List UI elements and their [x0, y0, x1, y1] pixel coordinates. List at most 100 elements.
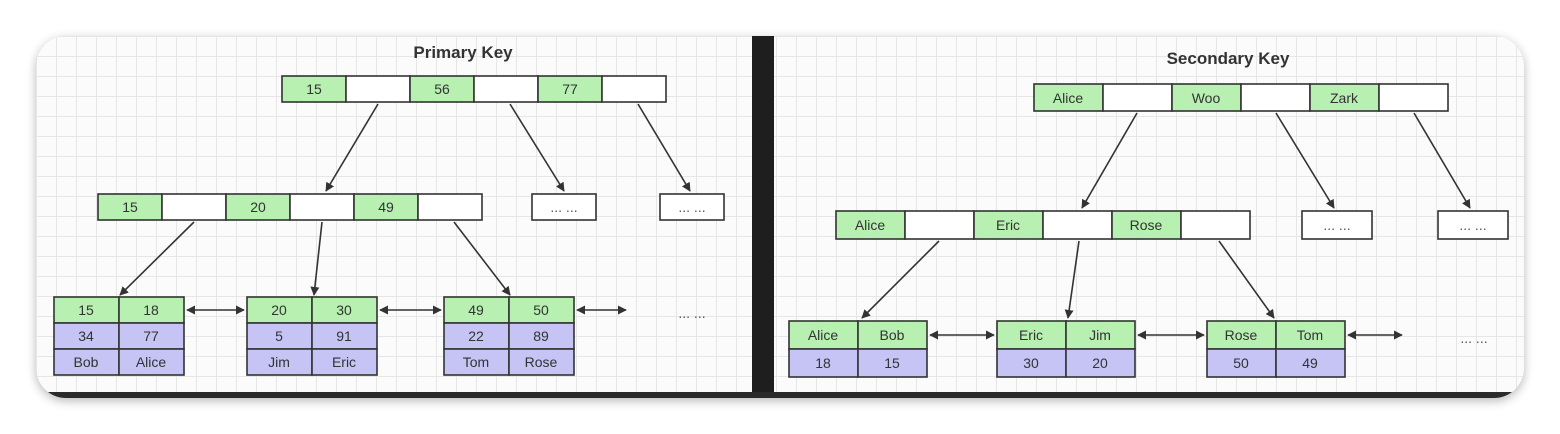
primary-key-panel: Primary Key 15 56 77 15 20 49 ... — [53, 43, 725, 376]
secondary-key-panel: Secondary Key Alice Woo Zark Alice Eric … — [788, 49, 1509, 378]
secondary-placeholder-node — [1301, 210, 1373, 240]
primary-mid-key: 49 — [378, 199, 394, 215]
primary-mid-pointer-cell — [161, 193, 227, 221]
secondary-mid-key: Eric — [996, 217, 1020, 233]
leaf-key: 50 — [533, 302, 549, 318]
primary-root-key: 15 — [306, 81, 322, 97]
pointer-cell — [1042, 210, 1113, 240]
value-cell — [118, 348, 185, 376]
bottom-edge — [36, 392, 1524, 398]
pointer-cell — [1180, 210, 1251, 240]
panel-divider — [752, 36, 774, 398]
leaf-id: 20 — [1092, 355, 1108, 371]
leaf-key: Tom — [1297, 327, 1323, 343]
primary-trailing-ellipsis: ... ... — [678, 305, 705, 321]
primary-placeholder-node — [531, 193, 597, 221]
primary-mid-pointer-cell — [417, 193, 483, 221]
primary-root-key-cell — [537, 75, 603, 103]
leaf-id: 50 — [1233, 355, 1249, 371]
primary-leaf-node: 20 30 5 91 Jim Eric — [246, 296, 378, 376]
b-tree-diagram: Primary Key 15 56 77 15 20 49 ... — [36, 36, 1524, 398]
leaf-name: Bob — [74, 354, 99, 370]
value-cell — [1065, 348, 1136, 378]
secondary-root-node: Alice Woo Zark — [1033, 83, 1449, 112]
leaf-age: 77 — [143, 328, 159, 344]
key-cell — [996, 320, 1067, 350]
secondary-root-key: Alice — [1053, 90, 1084, 106]
pointer-cell — [904, 210, 975, 240]
primary-mid-key: 15 — [122, 199, 138, 215]
value-cell — [508, 322, 575, 350]
value-cell — [443, 348, 510, 376]
leaf-name: Rose — [525, 354, 558, 370]
pointer-cell — [1102, 83, 1173, 112]
primary-mid-pointer-cell — [289, 193, 355, 221]
primary-root-pointer-cell — [601, 75, 667, 103]
value-cell — [53, 348, 120, 376]
key-cell — [311, 296, 378, 324]
key-cell — [1275, 320, 1346, 350]
primary-internal-node: 15 20 49 — [97, 193, 483, 221]
secondary-root-arrow — [1275, 112, 1335, 209]
leaf-key: 15 — [78, 302, 94, 318]
value-cell — [246, 322, 313, 350]
primary-leaf-node: 49 50 22 89 Tom Rose — [443, 296, 575, 376]
secondary-placeholder-node — [1437, 210, 1509, 240]
leaf-key: 18 — [143, 302, 159, 318]
value-cell — [508, 348, 575, 376]
secondary-mid-arrow — [1218, 240, 1275, 319]
primary-root-arrow — [637, 103, 691, 192]
diagram-card: Primary Key 15 56 77 15 20 49 ... — [36, 36, 1524, 398]
primary-title: Primary Key — [413, 43, 513, 62]
primary-mid-arrow — [310, 221, 323, 296]
primary-root-arrow — [325, 103, 379, 192]
secondary-mid-key: Alice — [855, 217, 886, 233]
secondary-mid-key: Rose — [1130, 217, 1163, 233]
leaf-key: Eric — [1019, 327, 1043, 343]
primary-root-key: 77 — [562, 81, 578, 97]
key-cell — [1206, 320, 1277, 350]
primary-mid-arrow — [119, 221, 195, 296]
value-cell — [1275, 348, 1346, 378]
secondary-root-key: Zark — [1330, 90, 1359, 106]
primary-root-pointer-cell — [345, 75, 411, 103]
leaf-key: Bob — [880, 327, 905, 343]
leaf-age: 34 — [78, 328, 94, 344]
primary-root-arrow — [509, 103, 565, 192]
value-cell — [788, 348, 859, 378]
primary-root-key-cell — [409, 75, 475, 103]
secondary-placeholder-text: ... ... — [1459, 217, 1486, 233]
secondary-internal-node: Alice Eric Rose — [835, 210, 1251, 240]
secondary-leaf-node: Eric Jim 30 20 — [996, 320, 1136, 378]
key-cell — [857, 320, 928, 350]
secondary-root-key: Woo — [1192, 90, 1221, 106]
secondary-title: Secondary Key — [1167, 49, 1290, 68]
leaf-key: Alice — [808, 327, 839, 343]
leaf-name: Tom — [463, 354, 489, 370]
key-cell — [1065, 320, 1136, 350]
primary-mid-key-cell — [353, 193, 419, 221]
primary-root-pointer-cell — [473, 75, 539, 103]
primary-root-key: 56 — [434, 81, 450, 97]
value-cell — [246, 348, 313, 376]
leaf-name: Jim — [268, 354, 290, 370]
key-cell — [1309, 83, 1380, 112]
leaf-key: Jim — [1089, 327, 1111, 343]
leaf-age: 22 — [468, 328, 484, 344]
leaf-key: 20 — [271, 302, 287, 318]
secondary-mid-arrow — [1064, 240, 1080, 319]
secondary-root-arrow — [1413, 112, 1471, 209]
primary-mid-arrow — [453, 221, 511, 296]
leaf-name: Alice — [136, 354, 167, 370]
leaf-age: 89 — [533, 328, 549, 344]
leaf-id: 18 — [815, 355, 831, 371]
leaf-name: Eric — [332, 354, 356, 370]
secondary-root-arrow — [1081, 112, 1138, 209]
value-cell — [857, 348, 928, 378]
primary-mid-key: 20 — [250, 199, 266, 215]
leaf-key: 30 — [336, 302, 352, 318]
value-cell — [118, 322, 185, 350]
key-cell — [118, 296, 185, 324]
primary-placeholder-text: ... ... — [678, 199, 705, 215]
secondary-mid-arrow — [861, 240, 940, 319]
